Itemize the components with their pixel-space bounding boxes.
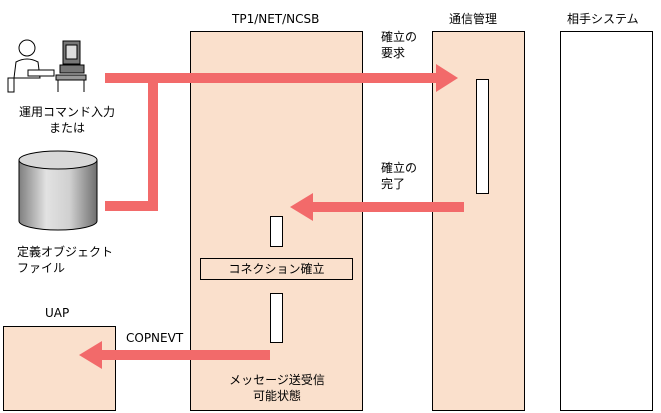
- message-ready-state-label: メッセージ送受信 可能状態: [191, 372, 363, 404]
- establish-request-line1: 確立の: [381, 30, 418, 44]
- establish-complete-line1: 確立の: [381, 161, 418, 175]
- operator-label-line1: 運用コマンド入力: [18, 105, 115, 119]
- establish-complete-arrow: [290, 193, 464, 221]
- establish-complete-label: 確立の 完了: [381, 160, 417, 192]
- comm-management-header: 通信管理: [449, 12, 498, 26]
- copnevt-label: COPNEVT: [126, 331, 184, 345]
- establish-request-arrow: [105, 64, 458, 92]
- uap-box: [3, 326, 116, 411]
- remote-system-header: 相手システム: [567, 12, 639, 26]
- uap-label: UAP: [45, 306, 70, 320]
- operator-label: 運用コマンド入力 または: [8, 104, 126, 136]
- connection-established-label: コネクション確立: [228, 262, 325, 276]
- object-file-connector: [105, 83, 158, 211]
- remote-system-column: [560, 31, 653, 411]
- establish-request-line2: 要求: [381, 46, 406, 60]
- tp1-activation-bar-upper: [270, 216, 283, 247]
- operator-terminal-icon: [7, 39, 87, 93]
- message-ready-line1: メッセージ送受信: [229, 373, 325, 387]
- establish-complete-line2: 完了: [381, 177, 406, 191]
- tp1-activation-bar-lower: [270, 293, 283, 343]
- tp1-column-header: TP1/NET/NCSB: [232, 12, 320, 26]
- connection-established-box: [200, 258, 353, 280]
- object-file-label-line1: 定義オブジェクト: [17, 245, 114, 259]
- copnevt-arrow: [79, 341, 270, 369]
- operator-label-line2: または: [48, 121, 85, 135]
- message-ready-line2: 可能状態: [252, 389, 301, 403]
- object-file-label-line2: ファイル: [17, 261, 66, 275]
- object-file-cylinder-icon: [18, 150, 98, 231]
- comm-activation-bar: [476, 79, 489, 194]
- object-file-label: 定義オブジェクト ファイル: [17, 244, 113, 276]
- establish-request-label: 確立の 要求: [381, 29, 417, 61]
